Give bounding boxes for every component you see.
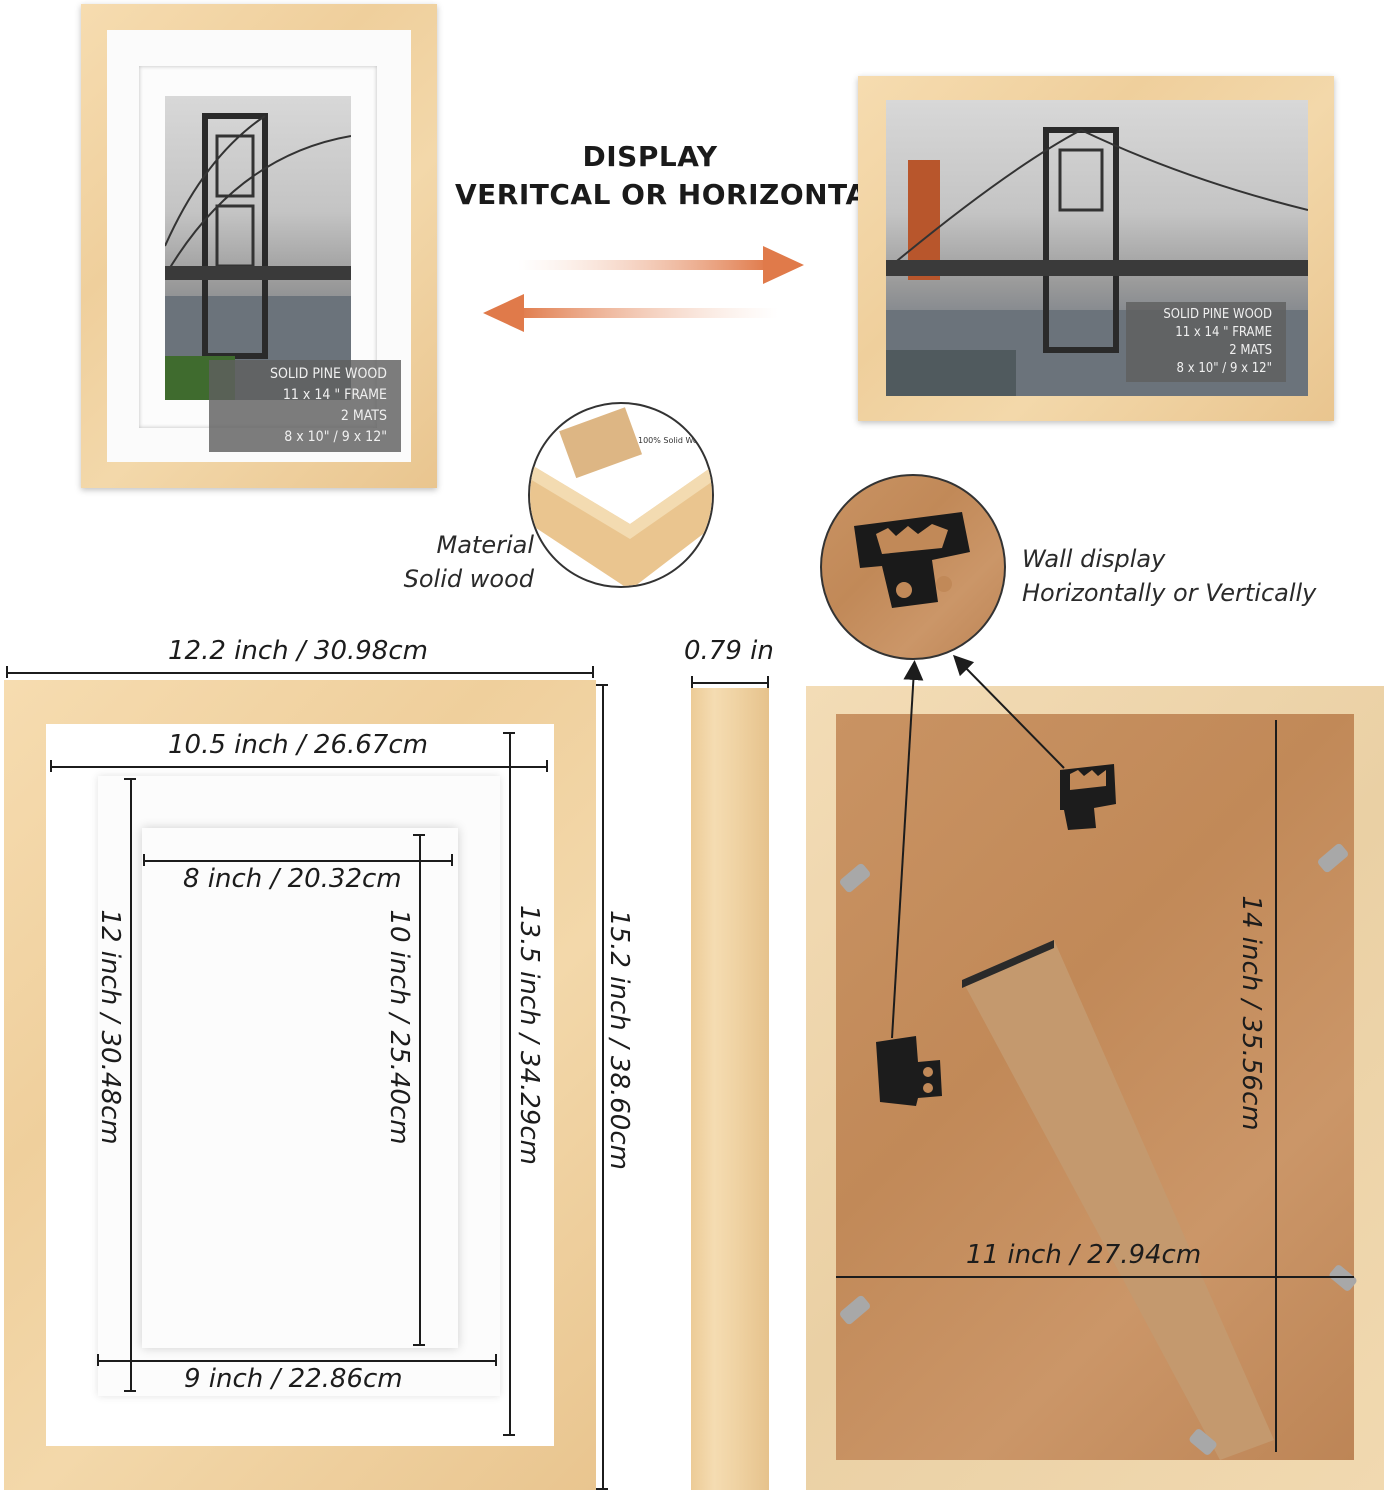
mat-outer-width-tick-left <box>97 1354 99 1366</box>
opening-height-line <box>509 732 511 1436</box>
depth-tick-left <box>691 676 693 688</box>
sawtooth-hanger-icon <box>854 512 970 608</box>
outer-height-tick-top <box>596 684 608 686</box>
opening-height-tick-top <box>503 732 515 734</box>
bridge-photo-vertical <box>165 96 351 400</box>
frame-side-profile <box>691 688 769 1490</box>
mat-outer-height-line <box>130 778 132 1392</box>
mat-inner-height-tick-bottom <box>413 1344 425 1346</box>
display-heading-line2: VERITCAL OR HORIZONTAL <box>455 178 886 211</box>
opening-height-label: 13.5 inch / 34.29cm <box>514 905 544 1165</box>
opening-width-tick-right <box>546 760 548 772</box>
wood-corner-icon <box>530 407 712 586</box>
opening-width-label: 10.5 inch / 26.67cm <box>168 730 428 760</box>
depth-line <box>691 682 769 684</box>
frame-info-label: SOLID PINE WOOD 11 x 14 " FRAME 2 MATS 8… <box>209 360 401 452</box>
vertical-frame: SOLID PINE WOOD 11 x 14 " FRAME 2 MATS 8… <box>81 4 437 488</box>
outer-width-tick-right <box>592 666 594 678</box>
display-heading: DISPLAY VERITCAL OR HORIZONTAL <box>455 138 886 214</box>
side-hanger-icon <box>876 1036 942 1106</box>
label-line-4: 8 x 10" / 9 x 12" <box>284 429 387 445</box>
label-h-line-1: SOLID PINE WOOD <box>1163 307 1272 322</box>
outer-height-label: 15.2 inch / 38.60cm <box>604 910 634 1170</box>
mat-outer-height-tick-bottom <box>124 1390 136 1392</box>
outer-width-line <box>6 672 594 674</box>
inner-mat-opening <box>142 828 458 1348</box>
display-heading-line1: DISPLAY <box>582 140 718 173</box>
label-h-line-3: 2 MATS <box>1229 343 1272 358</box>
mat-inner-width-tick-right <box>451 854 453 866</box>
left-arrow-icon <box>483 294 778 332</box>
material-caption-line2: Solid wood <box>403 565 534 593</box>
back-width-label: 11 inch / 27.94cm <box>966 1240 1202 1270</box>
mat-inner-width-tick-left <box>143 854 145 866</box>
outer-width-tick-left <box>6 666 8 678</box>
mat-outer-height-label: 12 inch / 30.48cm <box>95 909 125 1145</box>
mat-inner-height-tick-top <box>413 834 425 836</box>
material-detail-circle: 100% Solid Wo <box>528 402 714 588</box>
depth-label: 0.79 in <box>684 636 774 666</box>
kickstand-icon <box>962 940 1274 1460</box>
back-width-line <box>836 1276 1354 1278</box>
label-h-line-4: 8 x 10" / 9 x 12" <box>1176 361 1272 376</box>
depth-tick-right <box>767 676 769 688</box>
label-h-line-2: 11 x 14 " FRAME <box>1175 325 1272 340</box>
material-caption: Material Solid wood <box>398 528 534 596</box>
label-line-3: 2 MATS <box>340 408 387 424</box>
opening-width-line <box>50 766 548 768</box>
label-line-2: 11 x 14 " FRAME <box>282 387 387 403</box>
pointer-arrow-1 <box>891 660 924 1039</box>
bridge-illustration <box>165 113 351 400</box>
orientation-arrows <box>483 246 804 332</box>
outer-width-label: 12.2 inch / 30.98cm <box>168 636 428 666</box>
outer-height-line <box>602 684 604 1490</box>
mat-inner-width-label: 8 inch / 20.32cm <box>183 864 402 894</box>
back-height-line <box>1275 720 1277 1452</box>
wall-caption-line1: Wall display <box>1022 545 1166 573</box>
frame-info-label-h: SOLID PINE WOOD 11 x 14 " FRAME 2 MATS 8… <box>1126 302 1286 382</box>
wall-caption: Wall display Horizontally or Vertically <box>1022 542 1316 610</box>
material-stamp: 100% Solid Wo <box>638 436 698 445</box>
opening-height-tick-bottom <box>503 1434 515 1436</box>
label-line-1: SOLID PINE WOOD <box>270 366 387 382</box>
outer-height-tick-bottom <box>596 1488 608 1490</box>
mat-outer-width-label: 9 inch / 22.86cm <box>184 1364 403 1394</box>
mat-inner-width-line <box>143 860 453 862</box>
wall-caption-line2: Horizontally or Vertically <box>1022 579 1317 607</box>
hanger-detail-circle <box>820 474 1006 660</box>
mat-outer-width-tick-right <box>495 1354 497 1366</box>
top-hanger-icon <box>1060 764 1116 830</box>
opening-width-tick-left <box>50 760 52 772</box>
horizontal-frame: SOLID PINE WOOD 11 x 14 " FRAME 2 MATS 8… <box>858 76 1334 421</box>
mat-outer-width-line <box>97 1360 497 1362</box>
material-caption-line1: Material <box>436 531 535 559</box>
hanger-pointer-arrows <box>891 654 1065 1039</box>
mat-inner-height-line <box>419 834 421 1346</box>
right-arrow-icon <box>518 246 804 284</box>
back-height-label: 14 inch / 35.56cm <box>1236 895 1266 1131</box>
mat-outer-height-tick-top <box>124 778 136 780</box>
pointer-arrow-2 <box>952 654 1065 769</box>
mat-inner-height-label: 10 inch / 25.40cm <box>384 909 414 1145</box>
